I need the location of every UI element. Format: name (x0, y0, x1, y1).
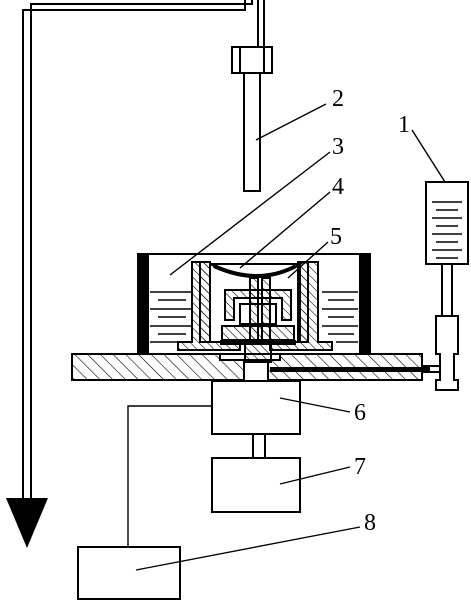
label-6: 6 (354, 400, 366, 426)
liquid-left (150, 291, 192, 343)
box-7 (211, 457, 301, 513)
reservoir (425, 181, 469, 265)
box-6 (211, 380, 301, 435)
label-5: 5 (330, 224, 342, 250)
coupling-6-7 (252, 433, 266, 459)
feed-valve (422, 263, 459, 391)
liquid-right (322, 291, 358, 343)
label-2: 2 (332, 86, 344, 112)
label-8: 8 (364, 510, 376, 536)
control-wire (127, 405, 212, 547)
seal-bar (220, 340, 296, 345)
leader-lines (135, 103, 446, 571)
label-3: 3 (332, 134, 344, 160)
label-1: 1 (398, 112, 410, 138)
reservoir-liquid (432, 201, 462, 259)
label-4: 4 (332, 174, 344, 200)
flow-pipe (22, 0, 265, 500)
label-7: 7 (354, 454, 366, 480)
flow-arrow (6, 498, 48, 548)
lens-thin-film (213, 264, 297, 278)
spindle-holder (221, 277, 295, 363)
inlet-channel (270, 367, 430, 372)
nozzle (231, 46, 273, 192)
box-8 (77, 546, 181, 600)
